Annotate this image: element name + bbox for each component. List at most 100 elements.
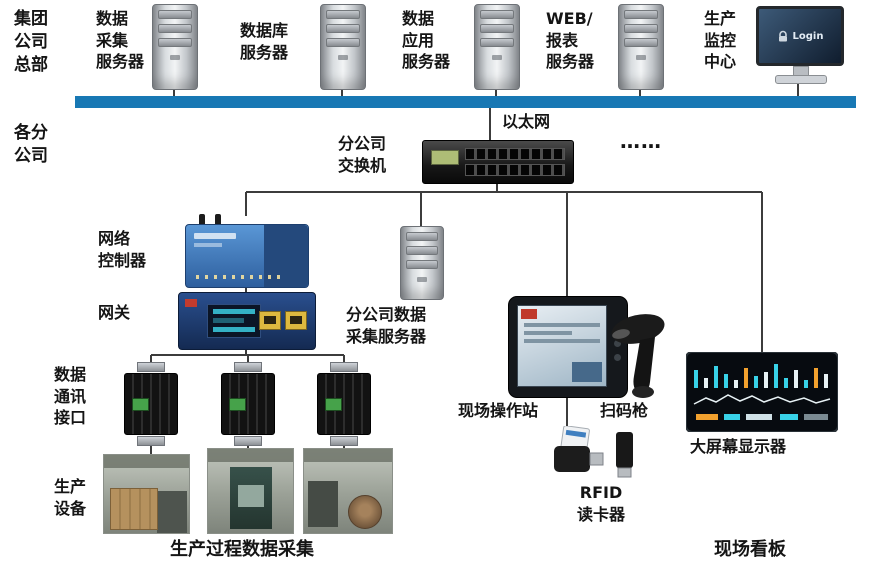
large-display-label: 大屏幕显示器 [690,437,787,456]
branch-section-label: 各分 公司 [14,123,48,166]
login-text: Login [792,30,824,42]
tablet-screen [517,305,607,387]
io-top-connector [137,362,165,372]
scanner-gun-shape [611,314,665,398]
rfid-reader-shape [554,425,633,478]
server-badge [170,55,180,60]
process-collection-footer: 生产过程数据采集 [170,539,314,560]
io-bottom-connector [234,436,262,446]
monitoring-center-monitor: Login [756,6,844,90]
lock-icon [778,30,787,41]
web-report-server-label: WEB/ 报表 服务器 [546,9,595,72]
io-status-tag [229,398,246,411]
switch-ports [465,148,565,180]
photo-detail [230,467,272,529]
server-badge [338,55,348,60]
io-status-tag [132,398,149,411]
gateway-device [178,292,316,350]
server-badge [636,55,646,60]
ethernet-label: 以太网 [502,112,551,131]
switch-port-row [465,164,565,176]
photo-detail [110,488,158,530]
photo-detail [104,455,189,468]
server-drive-bay [406,232,438,241]
monitor-base [775,75,827,84]
antenna-icon [199,214,205,226]
controller-leds [196,275,282,279]
server-drive-bay [406,246,438,255]
equipment-photo-2 [207,448,294,534]
photo-detail [208,449,293,462]
server-drive-bay [624,24,658,33]
ethernet-port-icon [259,311,281,330]
photo-detail [157,491,187,533]
gateway-screen [207,304,261,338]
data-collection-server-icon [152,4,198,90]
io-top-connector [330,362,358,372]
continuation-dots: …… [620,129,662,153]
operator-station-label: 现场操作站 [458,401,539,420]
io-bottom-connector [137,436,165,446]
data-io-module-icon [221,362,275,446]
server-drive-bay [158,24,192,33]
kanban-footer: 现场看板 [714,539,786,560]
monitoring-center-label: 生产 监控 中心 [704,9,737,72]
monitor-screen: Login [756,6,844,66]
database-server-icon [320,4,366,90]
ethernet-backbone-bar [75,96,856,108]
controller-logo [194,243,222,247]
server-drive-bay [158,38,192,47]
hq-section-label: 集团 公司 总部 [14,9,48,75]
database-server-label: 数据库 服务器 [240,21,289,62]
server-badge [417,277,427,282]
io-body [221,373,275,435]
equipment-label: 生产 设备 [54,477,87,518]
server-drive-bay [326,38,360,47]
io-interface-label: 数据 通讯 接口 [54,365,87,428]
gateway-logo-chip [185,299,197,307]
antenna-icon [215,214,221,226]
tablet-screen-logo [521,309,537,319]
io-top-connector [234,362,262,372]
scanner-label: 扫码枪 [600,401,649,420]
switch-port-row [465,148,565,160]
photo-detail [308,481,338,527]
tablet-screen-row [524,331,573,335]
web-report-server-icon [618,4,664,90]
equipment-photo-3 [303,448,393,534]
server-drive-bay [480,10,514,19]
io-status-tag [325,398,342,411]
dashboard-screen [685,351,839,433]
data-io-module-icon [317,362,371,446]
rfid-reader-icon [552,425,652,482]
server-drive-bay [326,24,360,33]
branch-data-server-label: 分公司数据 采集服务器 [346,305,427,346]
server-drive-bay [624,10,658,19]
data-application-server-icon [474,4,520,90]
data-io-module-icon [124,362,178,446]
switch-lcd-panel [431,150,459,165]
server-drive-bay [406,260,438,269]
server-badge [492,55,502,60]
server-drive-bay [158,10,192,19]
data-application-server-label: 数据 应用 服务器 [402,9,451,72]
controller-logo [194,233,236,239]
tablet-screen-chart [572,362,602,382]
server-drive-bay [326,10,360,19]
photo-detail [304,449,392,462]
branch-switch-device [422,140,574,184]
network-controller-label: 网络 控制器 [98,229,147,270]
io-body [124,373,178,435]
ethernet-port-icon [285,311,307,330]
tablet-screen-row [524,339,600,343]
data-collection-server-label: 数据 采集 服务器 [96,9,145,72]
equipment-photo-1 [103,454,190,534]
server-drive-bay [480,38,514,47]
controller-body [185,224,309,288]
photo-detail [348,495,382,529]
branch-data-server-icon [400,226,444,300]
tablet-screen-row [524,323,600,327]
operator-station-tablet [508,296,628,398]
